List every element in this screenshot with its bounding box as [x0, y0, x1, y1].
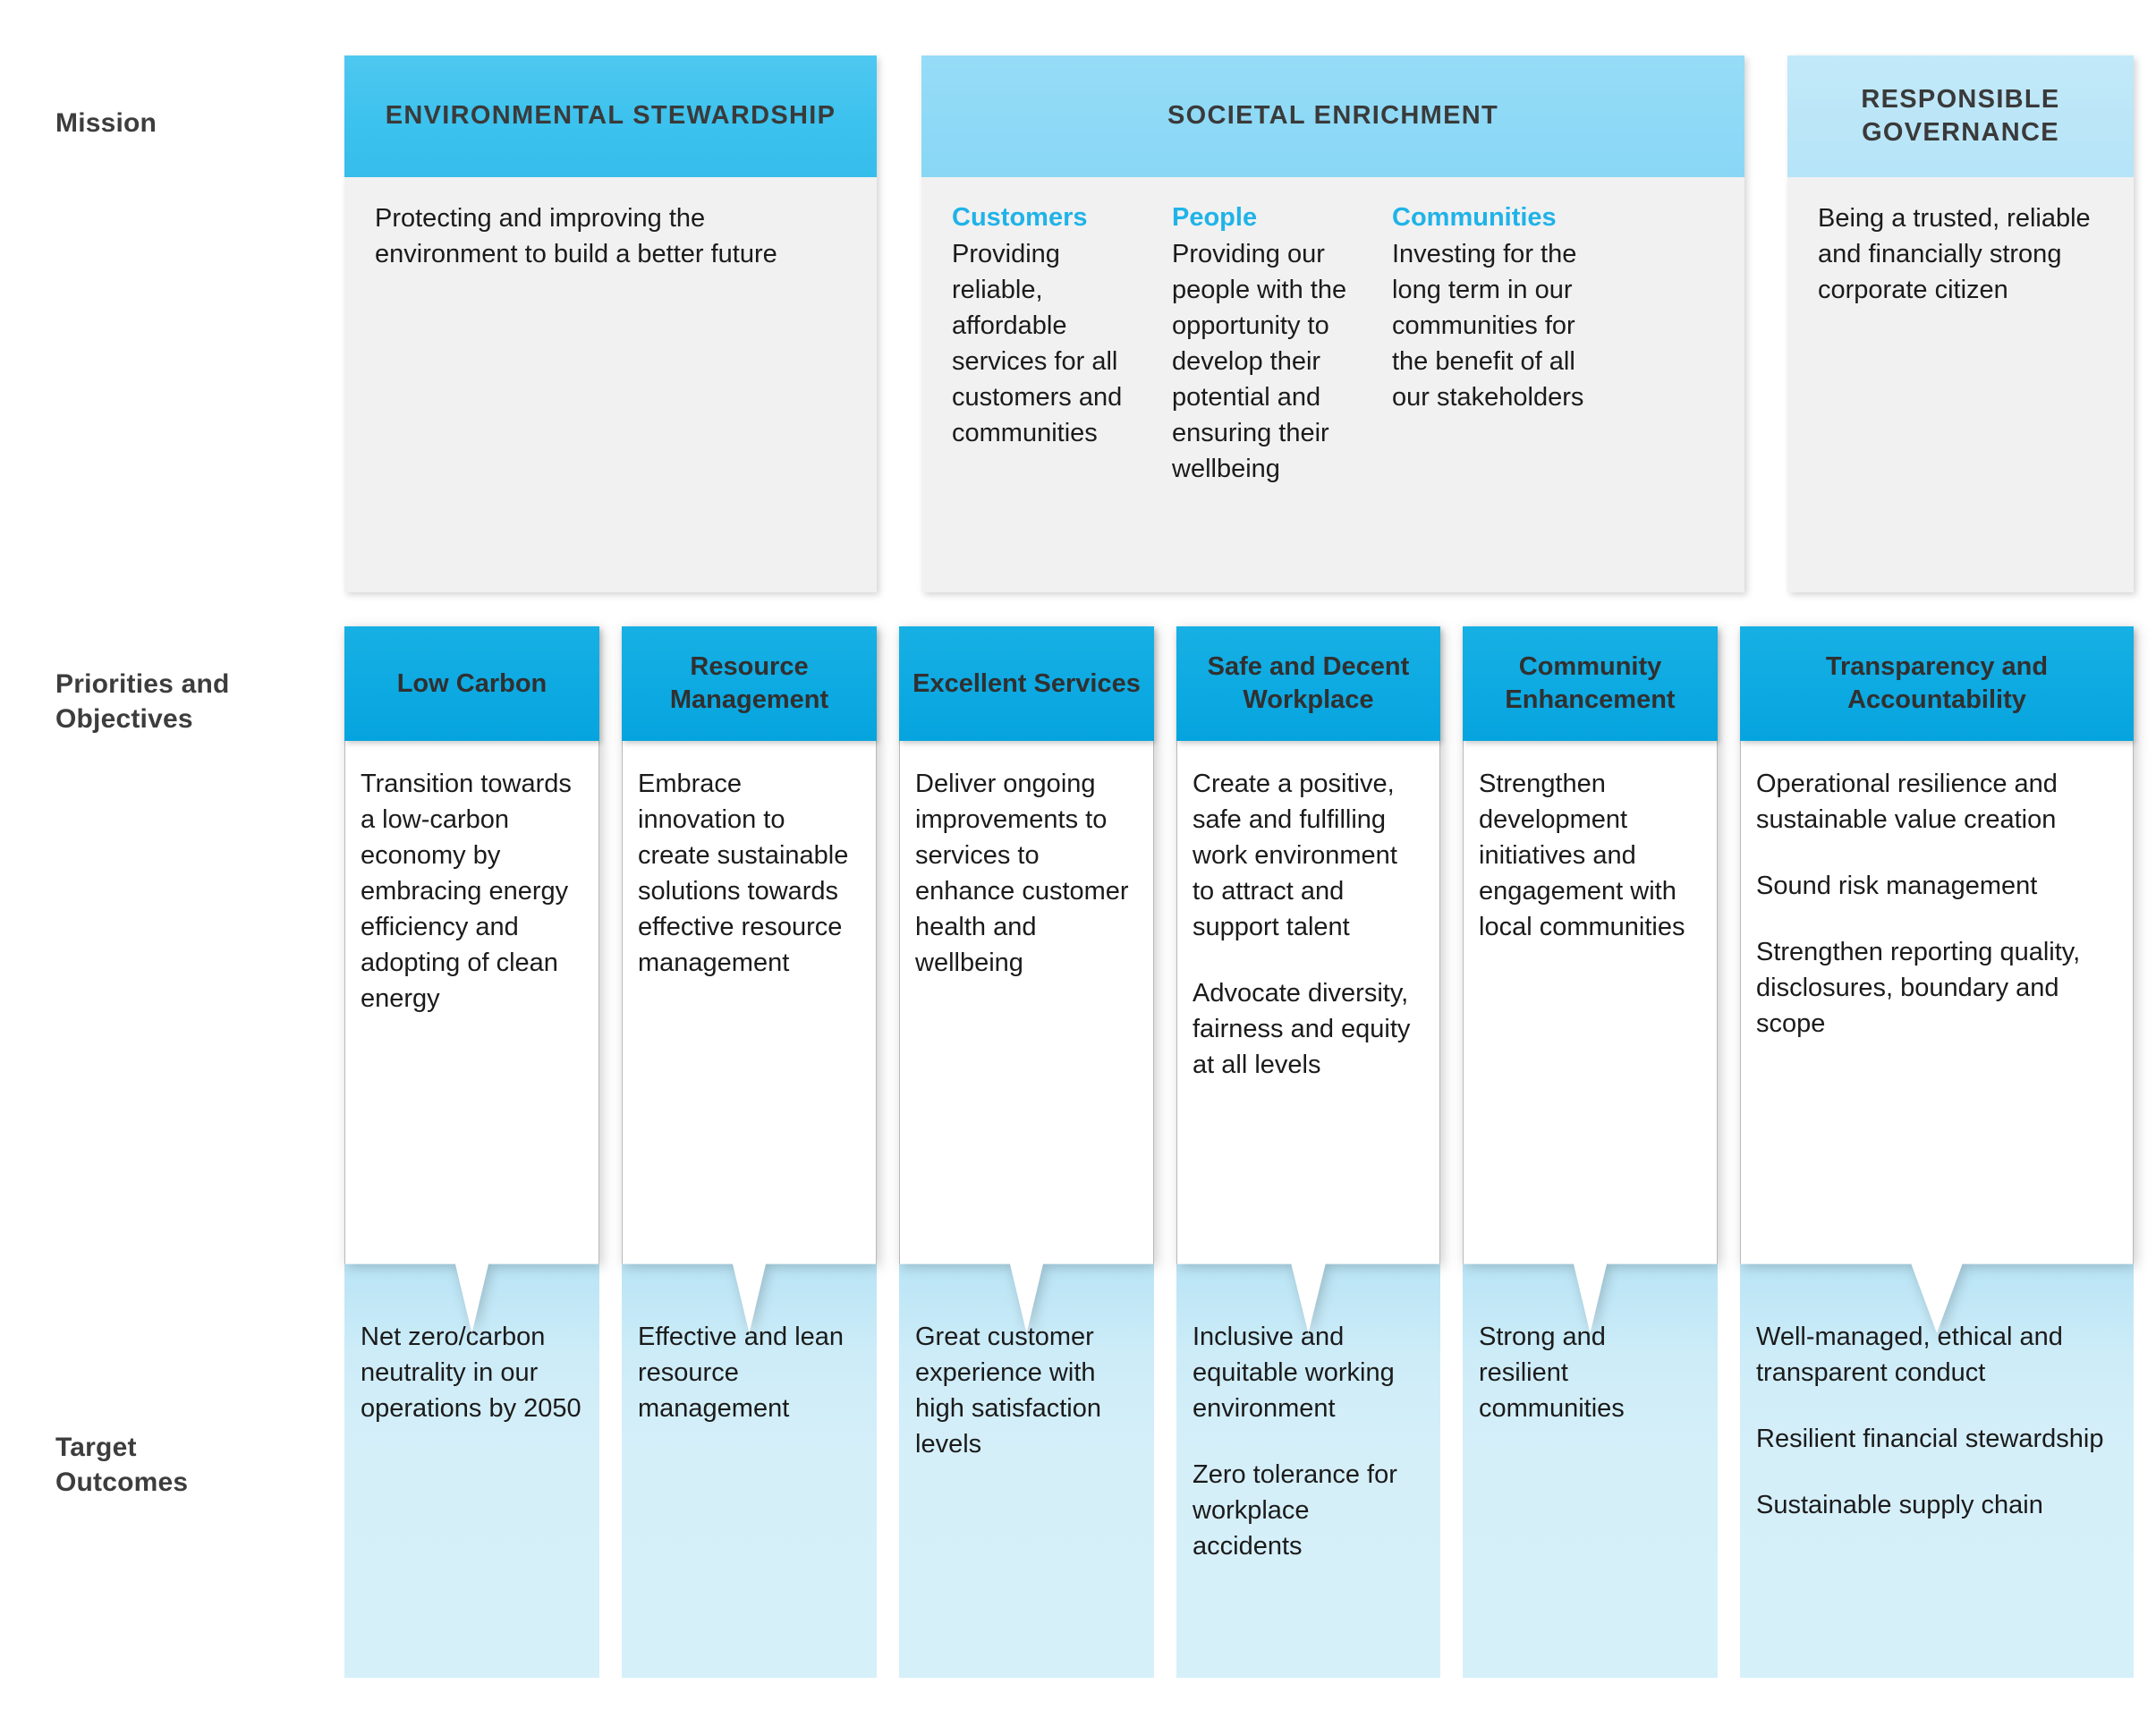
- priority-card[interactable]: Low Carbon Transition towards a low-carb…: [344, 626, 599, 1333]
- priority-objective-list: Operational resilience and sustainable v…: [1740, 741, 2134, 1042]
- mission-card-title: SOCIETAL ENRICHMENT: [921, 55, 1744, 177]
- mission-card-environmental-stewardship[interactable]: ENVIRONMENTAL STEWARDSHIP Protecting and…: [344, 55, 877, 592]
- subcolumn-customers: Customers Providing reliable, affordable…: [952, 200, 1150, 487]
- target-outcome-list: Inclusive and equitable working environm…: [1176, 1263, 1440, 1564]
- priority-card[interactable]: Safe and Decent Workplace Create a posit…: [1176, 626, 1440, 1333]
- target-outcome-item: Net zero/carbon neutrality in our operat…: [361, 1323, 581, 1424]
- target-outcome-list: Strong and resilient communities: [1463, 1263, 1718, 1426]
- target-outcome-list: Effective and lean resource management: [622, 1263, 877, 1426]
- priority-objective-item: Advocate diversity, fairness and equity …: [1193, 979, 1411, 1080]
- target-outcome-item: Great customer experience with high sati…: [915, 1323, 1101, 1459]
- priority-objective-item: Embrace innovation to create sustainable…: [638, 770, 849, 978]
- subcolumn-heading: Customers: [952, 203, 1088, 232]
- target-outcome-item: Effective and lean resource management: [638, 1323, 845, 1424]
- target-outcome-item: Sustainable supply chain: [1756, 1491, 2043, 1520]
- subcolumn-text: Providing reliable, affordable services …: [952, 240, 1123, 448]
- priority-card[interactable]: Community Enhancement Strengthen develop…: [1463, 626, 1718, 1333]
- mission-card-body: Being a trusted, reliable and financiall…: [1818, 204, 2091, 305]
- priority-objective-item: Sound risk management: [1756, 872, 2038, 901]
- priority-card-title: Community Enhancement: [1463, 626, 1718, 741]
- priority-objective-item: Deliver ongoing improvements to services…: [915, 770, 1129, 978]
- priority-card-surface: [1463, 626, 1718, 1333]
- target-outcome-item: Inclusive and equitable working environm…: [1193, 1323, 1395, 1424]
- row-label-target-outcomes: Target Outcomes: [55, 1433, 189, 1497]
- priority-objective-list: Transition towards a low-carbon economy …: [344, 741, 599, 1017]
- priority-objective-item: Create a positive, safe and fulfilling w…: [1193, 770, 1397, 942]
- target-outcome-item: Zero tolerance for workplace accidents: [1193, 1460, 1397, 1561]
- priority-card[interactable]: Excellent Services Deliver ongoing impro…: [899, 626, 1154, 1333]
- pillar-column-resource-management: Effective and lean resource management R…: [622, 626, 877, 1678]
- priority-card-title: Resource Management: [622, 626, 877, 741]
- pillar-column-excellent-services: Great customer experience with high sati…: [899, 626, 1154, 1678]
- priority-card-surface: [1740, 626, 2134, 1333]
- priority-objective-list: Strengthen development initiatives and e…: [1463, 741, 1718, 945]
- pillars-row: Net zero/carbon neutrality in our operat…: [344, 626, 2134, 1678]
- row-label-priorities-and-objectives: Priorities and Objectives: [55, 669, 230, 734]
- subcolumn-people: People Providing our people with the opp…: [1172, 200, 1371, 487]
- priority-card[interactable]: Resource Management Embrace innovation t…: [622, 626, 877, 1333]
- priority-objective-list: Deliver ongoing improvements to services…: [899, 741, 1154, 981]
- target-outcome-item: Strong and resilient communities: [1479, 1323, 1625, 1424]
- priority-card-surface: [622, 626, 877, 1333]
- priority-card-title: Low Carbon: [344, 626, 599, 741]
- row-label-mission: Mission: [55, 108, 157, 138]
- target-outcome-list: Great customer experience with high sati…: [899, 1263, 1154, 1462]
- priority-objective-item: Operational resilience and sustainable v…: [1756, 770, 2058, 835]
- target-outcome-item: Resilient financial stewardship: [1756, 1425, 2104, 1454]
- priority-card-title: Excellent Services: [899, 626, 1154, 741]
- subcolumn-heading: People: [1172, 203, 1258, 232]
- subcolumn-communities: Communities Investing for the long term …: [1392, 200, 1591, 487]
- priority-objective-list: Create a positive, safe and fulfilling w…: [1176, 741, 1440, 1083]
- target-outcome-panel[interactable]: Effective and lean resource management: [622, 1263, 877, 1678]
- priority-objective-item: Strengthen reporting quality, disclosure…: [1756, 938, 2081, 1039]
- priority-objective-item: Transition towards a low-carbon economy …: [361, 770, 572, 1014]
- mission-card-title: ENVIRONMENTAL STEWARDSHIP: [344, 55, 877, 177]
- target-outcome-list: Well-managed, ethical and transparent co…: [1740, 1263, 2134, 1523]
- subcolumn-heading: Communities: [1392, 203, 1557, 232]
- target-outcome-item: Well-managed, ethical and transparent co…: [1756, 1323, 2063, 1388]
- priority-card-title: Transparency and Accountability: [1740, 626, 2134, 741]
- priority-card[interactable]: Transparency and Accountability Operatio…: [1740, 626, 2134, 1333]
- target-outcome-list: Net zero/carbon neutrality in our operat…: [344, 1263, 599, 1426]
- pillar-column-low-carbon: Net zero/carbon neutrality in our operat…: [344, 626, 599, 1678]
- subcolumn-text: Investing for the long term in our commu…: [1392, 240, 1584, 413]
- priority-card-surface: [1176, 626, 1440, 1333]
- priority-card-surface: [899, 626, 1154, 1333]
- priority-objective-list: Embrace innovation to create sustainable…: [622, 741, 877, 981]
- pillar-column-community-enhancement: Strong and resilient communities Communi…: [1463, 626, 1718, 1678]
- mission-card-responsible-governance[interactable]: RESPONSIBLE GOVERNANCE Being a trusted, …: [1787, 55, 2134, 592]
- mission-card-societal-enrichment[interactable]: SOCIETAL ENRICHMENT Customers Providing …: [921, 55, 1744, 592]
- societal-subcolumns: Customers Providing reliable, affordable…: [921, 177, 1744, 487]
- pillar-column-transparency-and-accountability: Well-managed, ethical and transparent co…: [1740, 626, 2134, 1678]
- priority-card-surface: [344, 626, 599, 1333]
- mission-card-body: Protecting and improving the environment…: [375, 204, 777, 269]
- mission-row: ENVIRONMENTAL STEWARDSHIP Protecting and…: [344, 55, 2134, 592]
- priority-objective-item: Strengthen development initiatives and e…: [1479, 770, 1685, 942]
- mission-card-title: RESPONSIBLE GOVERNANCE: [1787, 55, 2134, 177]
- pillar-column-safe-and-decent-workplace: Inclusive and equitable working environm…: [1176, 626, 1440, 1678]
- subcolumn-text: Providing our people with the opportunit…: [1172, 240, 1347, 484]
- priority-card-title: Safe and Decent Workplace: [1176, 626, 1440, 741]
